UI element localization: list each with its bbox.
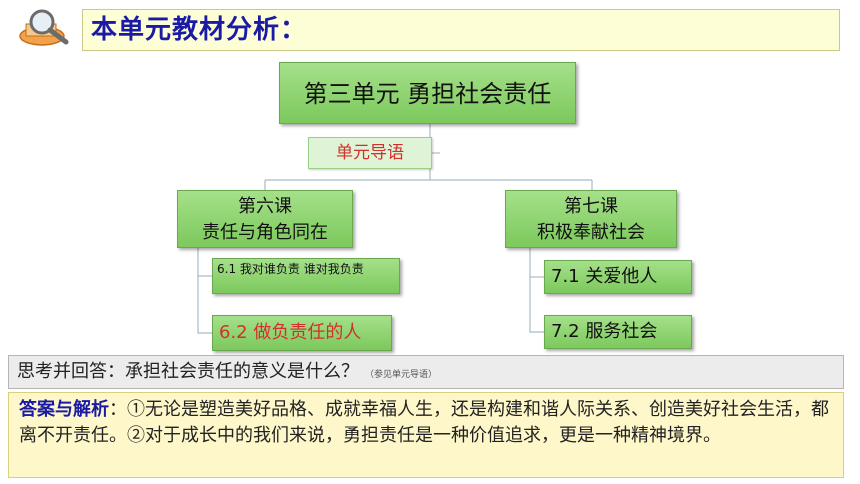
question-box: 思考并回答：承担社会责任的意义是什么？ （参见单元导语） [8,355,844,389]
lesson-7-box: 第七课 积极奉献社会 [505,190,677,248]
question-text: 思考并回答：承担社会责任的意义是什么？ [17,361,359,382]
section-7-1-box: 7.1 关爱他人 [544,260,692,294]
answer-box: 答案与解析：①无论是塑造美好品格、成就幸福人生，还是构建和谐人际关系、创造美好社… [8,392,844,478]
unit-guide-box: 单元导语 [308,137,432,169]
answer-label: 答案与解析 [19,399,109,420]
lesson-7-title: 积极奉献社会 [537,222,645,243]
unit-title-box: 第三单元 勇担社会责任 [279,62,576,124]
question-note: （参见单元导语） [365,370,438,380]
magnifier-book-icon [14,6,76,50]
lesson-7-number: 第七课 [564,196,618,217]
lesson-6-box: 第六课 责任与角色同在 [177,190,353,248]
section-7-2-box: 7.2 服务社会 [544,315,692,349]
section-6-2-box: 6.2 做负责任的人 [212,315,392,351]
section-6-1-box: 6.1 我对谁负责 谁对我负责 [212,258,400,294]
lesson-6-title: 责任与角色同在 [202,222,328,243]
lesson-6-number: 第六课 [238,196,292,217]
page-title: 本单元教材分析： [82,9,840,51]
answer-text: ：①无论是塑造美好品格、成就幸福人生，还是构建和谐人际关系、创造美好社会生活，都… [19,399,829,446]
